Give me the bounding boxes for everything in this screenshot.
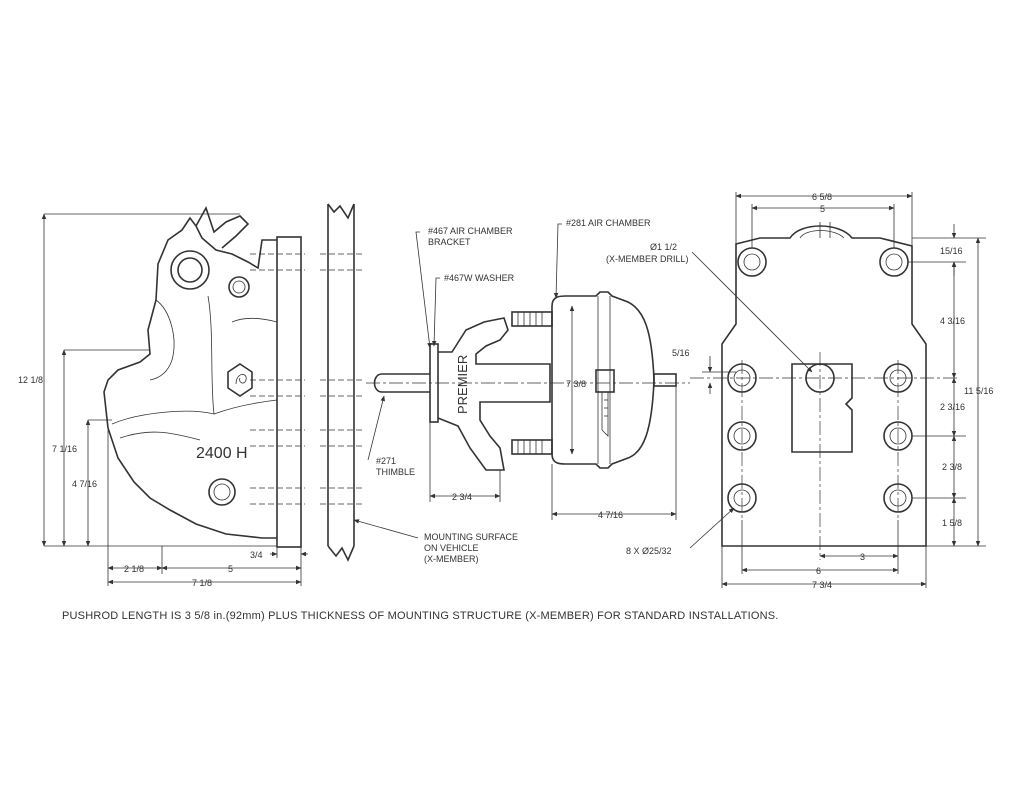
mount-label-line2: ON VEHICLE [424, 543, 479, 553]
dim-7-1-16: 7 1/16 [52, 444, 77, 454]
mounting-plate-view: 6 5/8 5 15/16 4 3/16 2 3/16 2 3/8 1 5/8 … [606, 192, 993, 590]
thimble-label-line2: THIMBLE [376, 467, 415, 477]
bracket-label-line1: #467 AIR CHAMBER [428, 226, 513, 236]
mount-label-line1: MOUNTING SURFACE [424, 532, 518, 542]
dim-4-3-16: 4 3/16 [940, 316, 965, 326]
dim-3-4: 3/4 [250, 550, 263, 560]
footnote: PUSHROD LENGTH IS 3 5/8 in.(92mm) PLUS T… [62, 610, 779, 622]
dim-7-3-4: 7 3/4 [812, 580, 832, 590]
dim-2-3-8: 2 3/8 [942, 462, 962, 472]
dim-11-5-16: 11 5/16 [964, 386, 993, 396]
dim-2-3-4: 2 3/4 [452, 492, 472, 502]
dim-7-3-8: 7 3/8 [566, 379, 586, 389]
dim-4-7-16: 4 7/16 [72, 479, 97, 489]
dim-3-plate: 3 [860, 552, 865, 562]
dim-5-hitch: 5 [228, 564, 233, 574]
dim-7-1-8: 7 1/8 [192, 578, 212, 588]
dim-2-1-8: 2 1/8 [124, 564, 144, 574]
premier-label: PREMIER [455, 355, 470, 414]
mount-label-line3: (X-MEMBER) [424, 554, 479, 564]
dim-5-16: 5/16 [672, 348, 690, 358]
hitch-model-label: 2400 H [196, 445, 248, 462]
chamber-label: #281 AIR CHAMBER [566, 218, 651, 228]
washer-label: #467W WASHER [444, 273, 515, 283]
dim-6-plate: 6 [816, 566, 821, 576]
x-member-section [320, 203, 419, 562]
drill-label-line2: (X-MEMBER DRILL) [606, 254, 689, 264]
dim-1-5-8: 1 5/8 [942, 518, 962, 528]
dim-6-5-8: 6 5/8 [812, 192, 832, 202]
dim-height: 12 1/8 [18, 375, 43, 385]
holes-label: 8 X Ø25/32 [626, 546, 672, 556]
dim-15-16: 15/16 [940, 246, 963, 256]
bracket-label-line2: BRACKET [428, 237, 471, 247]
drill-label-line1: Ø1 1/2 [650, 242, 677, 252]
dim-2-3-16: 2 3/16 [940, 402, 965, 412]
air-chamber-side-view: PREMIER #467 AIR CHAMBER BRACKET #467W W… [366, 218, 690, 564]
thimble-label-line1: #271 [376, 456, 396, 466]
dim-4-7-16-side: 4 7/16 [598, 510, 623, 520]
hitch-view: 2400 H 12 1/8 7 1/16 4 7/16 2 1/8 5 7 1/… [18, 206, 308, 588]
dim-5-plate: 5 [820, 204, 825, 214]
